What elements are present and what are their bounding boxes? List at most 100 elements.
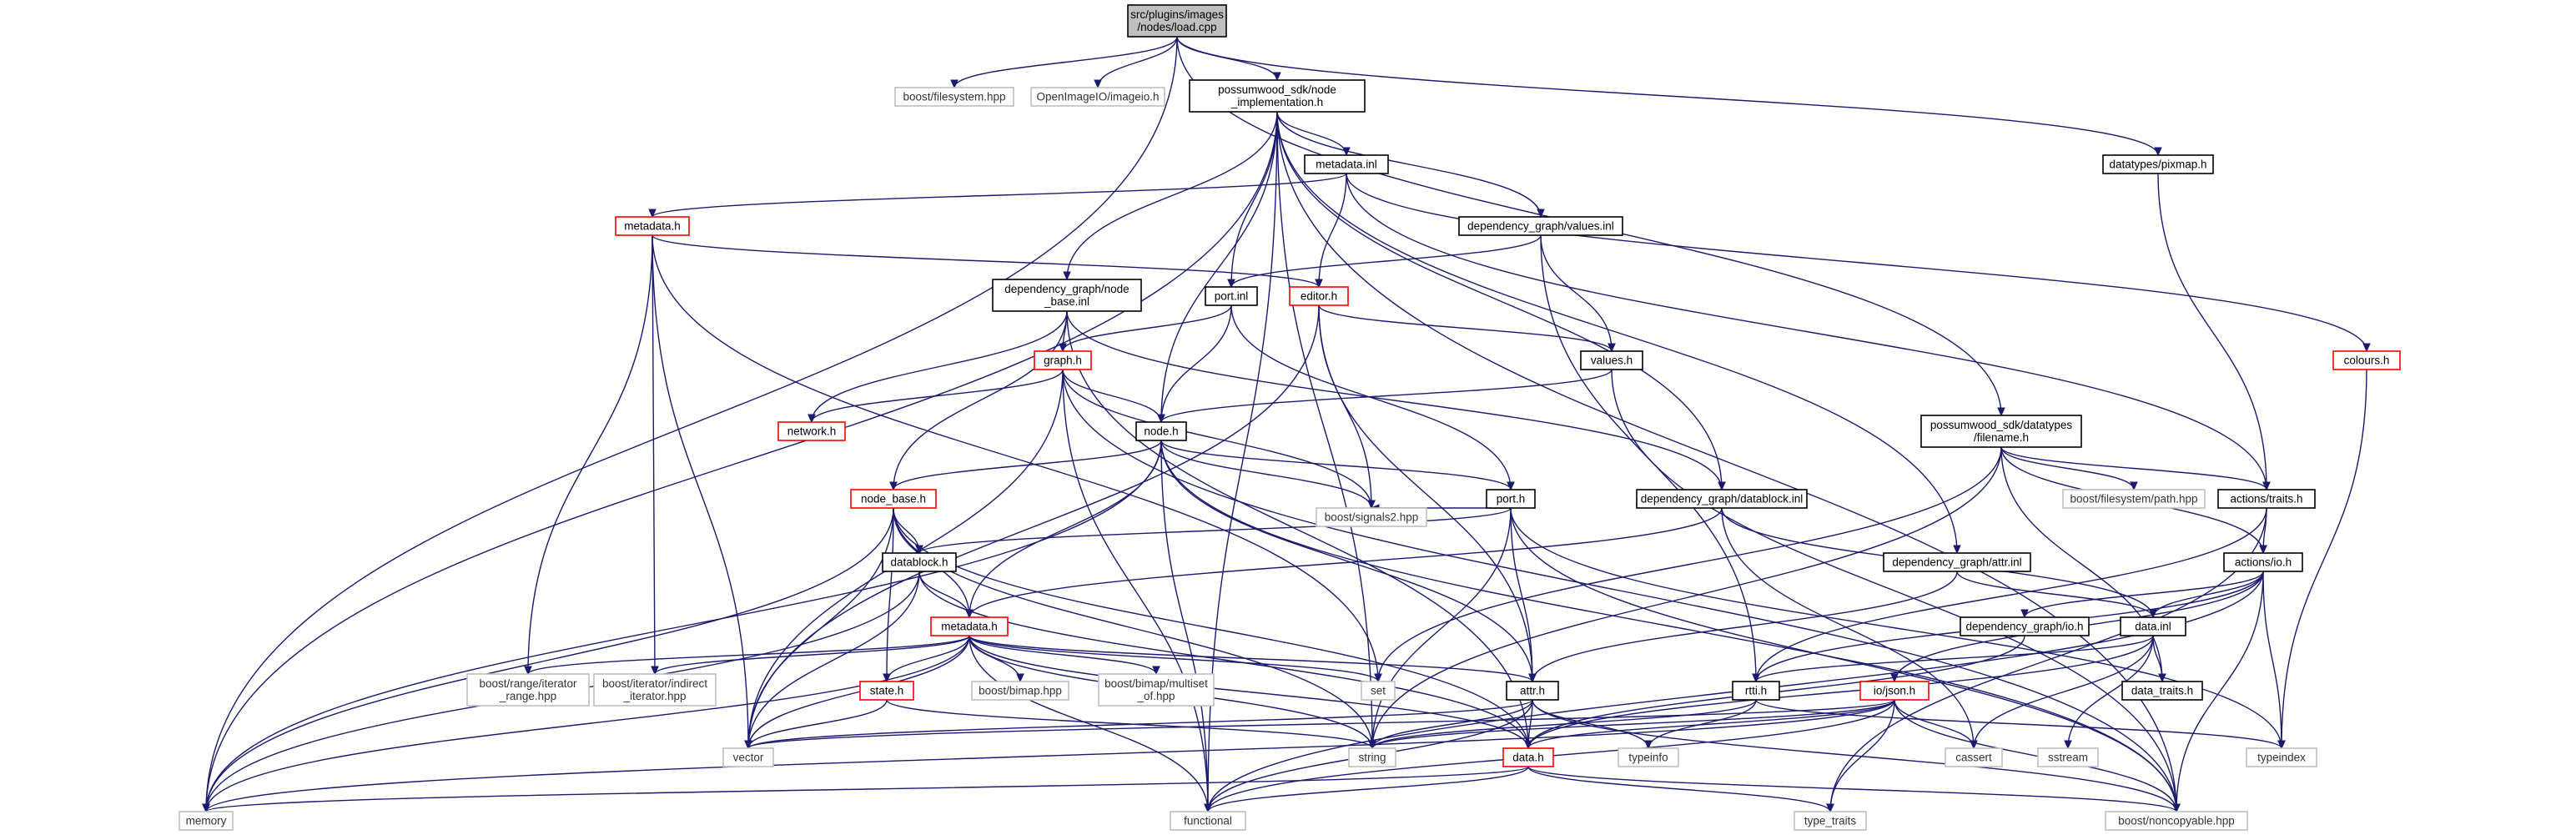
node-nodeimpl[interactable]: possumwood_sdk/node_implementation.h <box>1189 79 1366 113</box>
node-jsonh[interactable]: io/json.h <box>1859 681 1929 701</box>
edge-attrh-to-vector <box>747 699 1533 749</box>
node-box-depio[interactable] <box>1960 616 2090 636</box>
node-pixmap[interactable]: datatypes/pixmap.h <box>2102 154 2214 174</box>
node-box-filenameh[interactable] <box>1920 415 2082 448</box>
node-box-stateh[interactable] <box>859 681 914 701</box>
edge-metadatah2-to-indirectiter <box>654 635 970 675</box>
node-box-datatraits[interactable] <box>2121 681 2203 701</box>
node-layer: src/plugins/images/nodes/load.cppboost/f… <box>179 4 2401 831</box>
node-box-datablockinl[interactable] <box>1636 489 1808 509</box>
node-box-depvalues[interactable] <box>1458 216 1623 236</box>
node-noncopyable: boost/noncopyable.hpp <box>2105 811 2248 831</box>
node-porth[interactable]: port.h <box>1486 489 1536 509</box>
node-load: src/plugins/images/nodes/load.cpp <box>1127 4 1227 38</box>
edge-metadatah2-to-datah <box>969 635 1529 749</box>
node-datablockinl[interactable]: dependency_graph/datablock.inl <box>1636 489 1808 509</box>
node-label-editorh: editor.h <box>1301 290 1337 303</box>
node-cassert: cassert <box>1945 747 2003 767</box>
node-box-portinl[interactable] <box>1205 286 1258 306</box>
node-box-coloursh[interactable] <box>2332 350 2401 370</box>
node-depvalues[interactable]: dependency_graph/values.inl <box>1458 216 1623 236</box>
node-box-nodebaseinl[interactable] <box>992 279 1142 312</box>
node-attrinl[interactable]: dependency_graph/attr.inl <box>1883 552 2031 572</box>
node-label-rttih: rtti.h <box>1745 685 1767 697</box>
edge-datainl-to-rttih <box>1755 635 2154 682</box>
node-label-valuesh: values.h <box>1591 355 1633 367</box>
edge-graphh-to-networkh <box>811 369 1064 423</box>
node-metadatainl[interactable]: metadata.inl <box>1304 154 1389 174</box>
edge-arrowhead-metadatah2-to-multiset <box>1152 666 1160 676</box>
edge-arrowhead-nodeimpl-to-depvalues <box>1537 209 1545 219</box>
node-box-networkh[interactable] <box>777 421 846 441</box>
edge-metadatah1-to-rangeiter <box>527 234 653 675</box>
node-nodebaseh[interactable]: node_base.h <box>850 489 937 509</box>
node-nodebaseinl[interactable]: dependency_graph/node_base.inl <box>992 279 1142 312</box>
node-editorh[interactable]: editor.h <box>1289 286 1349 306</box>
node-attrh[interactable]: attr.h <box>1506 681 1559 701</box>
node-ioh[interactable]: actions/io.h <box>2223 552 2303 572</box>
node-box-traitsh[interactable] <box>2217 489 2316 509</box>
node-box-nodeh[interactable] <box>1135 421 1187 441</box>
node-box-datah[interactable] <box>1502 747 1554 767</box>
node-box-oiio <box>1030 87 1165 107</box>
node-label-nodebaseinl: _base.inl <box>1044 295 1089 308</box>
node-box-bfs <box>894 87 1014 107</box>
node-box-porth[interactable] <box>1486 489 1536 509</box>
node-label-ioh: actions/io.h <box>2235 556 2292 569</box>
node-box-typetraits <box>1794 811 1867 831</box>
edge-arrowhead-ioh-to-depio <box>2020 609 2029 619</box>
node-label-metadatainl: metadata.inl <box>1316 158 1377 171</box>
node-box-metadatainl[interactable] <box>1304 154 1389 174</box>
node-label-datablockinl: dependency_graph/datablock.inl <box>1641 493 1803 506</box>
node-box-jsonh[interactable] <box>1859 681 1929 701</box>
node-metadatah2[interactable]: metadata.h <box>930 616 1009 636</box>
edge-arrowhead-load-to-oiio <box>1094 79 1102 89</box>
node-stateh[interactable]: state.h <box>859 681 914 701</box>
node-traitsh[interactable]: actions/traits.h <box>2217 489 2316 509</box>
edge-datah-to-typetraits <box>1527 766 1831 812</box>
node-box-nodebaseh[interactable] <box>850 489 937 509</box>
node-graphh[interactable]: graph.h <box>1034 350 1092 370</box>
node-box-rttih[interactable] <box>1732 681 1780 701</box>
node-box-nodeimpl[interactable] <box>1189 79 1366 113</box>
edge-datainl-to-sstream <box>2067 635 2154 749</box>
edge-metadatah2-to-vector <box>747 635 970 749</box>
node-box-pixmap[interactable] <box>2102 154 2214 174</box>
node-box-bfspath <box>2062 489 2206 509</box>
node-label-set: set <box>1371 685 1386 697</box>
edge-arrowhead-editorh-to-valuesh <box>1607 343 1616 353</box>
node-datainl[interactable]: data.inl <box>2120 616 2186 636</box>
edge-datablockh-to-vector <box>747 571 920 749</box>
node-label-memory: memory <box>186 815 227 827</box>
node-label-datatraits: data_traits.h <box>2131 685 2193 697</box>
node-datah[interactable]: data.h <box>1502 747 1554 767</box>
node-networkh[interactable]: network.h <box>777 421 846 441</box>
node-box-valuesh[interactable] <box>1580 350 1643 370</box>
node-portinl[interactable]: port.inl <box>1205 286 1258 306</box>
node-label-depio: dependency_graph/io.h <box>1965 621 2083 633</box>
node-datatraits[interactable]: data_traits.h <box>2121 681 2203 701</box>
node-box-metadatah2[interactable] <box>930 616 1009 636</box>
edge-nodebaseinl-to-networkh <box>811 310 1068 423</box>
node-datablockh[interactable]: datablock.h <box>882 552 957 572</box>
node-nodeh[interactable]: node.h <box>1135 421 1187 441</box>
node-rttih[interactable]: rtti.h <box>1732 681 1780 701</box>
edge-nodeh-to-functional <box>1160 440 1209 812</box>
node-box-ioh[interactable] <box>2223 552 2303 572</box>
edge-ioh-to-noncopyable <box>2176 571 2264 812</box>
node-box-graphh[interactable] <box>1034 350 1092 370</box>
node-valuesh[interactable]: values.h <box>1580 350 1643 370</box>
node-box-metadatah1[interactable] <box>615 216 690 236</box>
node-box-attrh[interactable] <box>1506 681 1559 701</box>
node-depio[interactable]: dependency_graph/io.h <box>1960 616 2090 636</box>
node-box-datablockh[interactable] <box>882 552 957 572</box>
edge-nodeh-to-attrh <box>1160 440 1533 682</box>
node-metadatah1[interactable]: metadata.h <box>615 216 690 236</box>
node-label-functional: functional <box>1184 815 1232 827</box>
node-coloursh[interactable]: colours.h <box>2332 350 2401 370</box>
node-filenameh[interactable]: possumwood_sdk/datatypes/filename.h <box>1920 415 2082 448</box>
node-box-attrinl[interactable] <box>1883 552 2031 572</box>
node-box-datainl[interactable] <box>2120 616 2186 636</box>
node-label-signals2: boost/signals2.hpp <box>1325 511 1419 524</box>
node-box-editorh[interactable] <box>1289 286 1349 306</box>
